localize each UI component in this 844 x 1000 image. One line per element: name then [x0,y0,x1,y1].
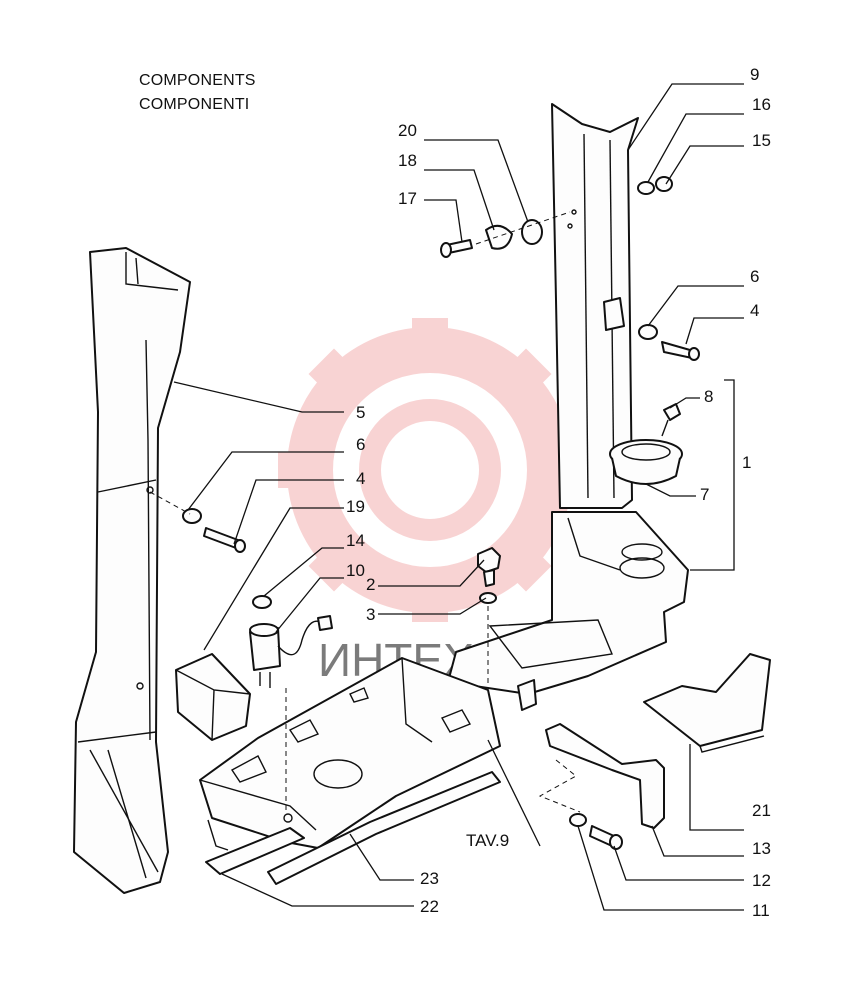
part-13-bracket [538,723,665,829]
callout-16: 16 [752,95,771,114]
callout-4-left: 4 [356,469,365,488]
callout-1: 1 [742,453,751,472]
callout-8: 8 [704,387,713,406]
callout-6-right: 6 [750,267,759,286]
callout-23: 23 [420,869,439,888]
callout-22: 22 [420,897,439,916]
gear-watermark-logo [278,318,582,622]
callout-5: 5 [356,403,365,422]
part-19-storage-box [175,653,251,741]
callout-2: 2 [366,575,375,594]
part-15-16-nut-washer [637,176,673,195]
bracket-assembly-1 [690,379,735,571]
part-21-mat [643,653,771,753]
part-2-3-bolt-washer [477,547,501,688]
callout-labels: 9 16 15 20 18 17 6 4 8 1 7 5 6 4 19 14 1… [346,65,771,920]
part-6-4-right-washer-bolt [638,324,700,361]
callout-13: 13 [752,839,771,858]
title-componenti: COMPONENTI [139,96,250,113]
part-9-column-and-base [447,103,689,711]
part-7-cup [609,439,683,485]
leader-lines [173,83,744,911]
floor-plate-tav9 [199,657,501,851]
callout-15: 15 [752,131,771,150]
callout-9: 9 [750,65,759,84]
title-components: COMPONENTS [139,72,256,89]
callout-6-left: 6 [356,435,365,454]
callout-11: 11 [752,901,770,920]
part-11-12-washer-bolt [569,813,623,850]
callout-19: 19 [346,497,365,516]
callout-14: 14 [346,531,365,550]
part-17-18-20-fasteners [440,211,571,258]
callout-7: 7 [700,485,709,504]
callout-20: 20 [398,121,417,140]
callout-tav9: TAV.9 [466,831,509,850]
part-22-23-rubber-strips [205,771,501,885]
part-8-screw [661,403,681,437]
callout-3: 3 [366,605,375,624]
part-5-cover-panel [73,247,191,894]
callout-18: 18 [398,151,417,170]
part-14-10-switch-and-cable [249,595,333,688]
callout-17: 17 [398,189,417,208]
part-6-4-left-washer-bolt [149,491,246,553]
callout-4-right: 4 [750,301,759,320]
callout-21: 21 [752,801,771,820]
callout-10: 10 [346,561,365,580]
callout-12: 12 [752,871,771,890]
